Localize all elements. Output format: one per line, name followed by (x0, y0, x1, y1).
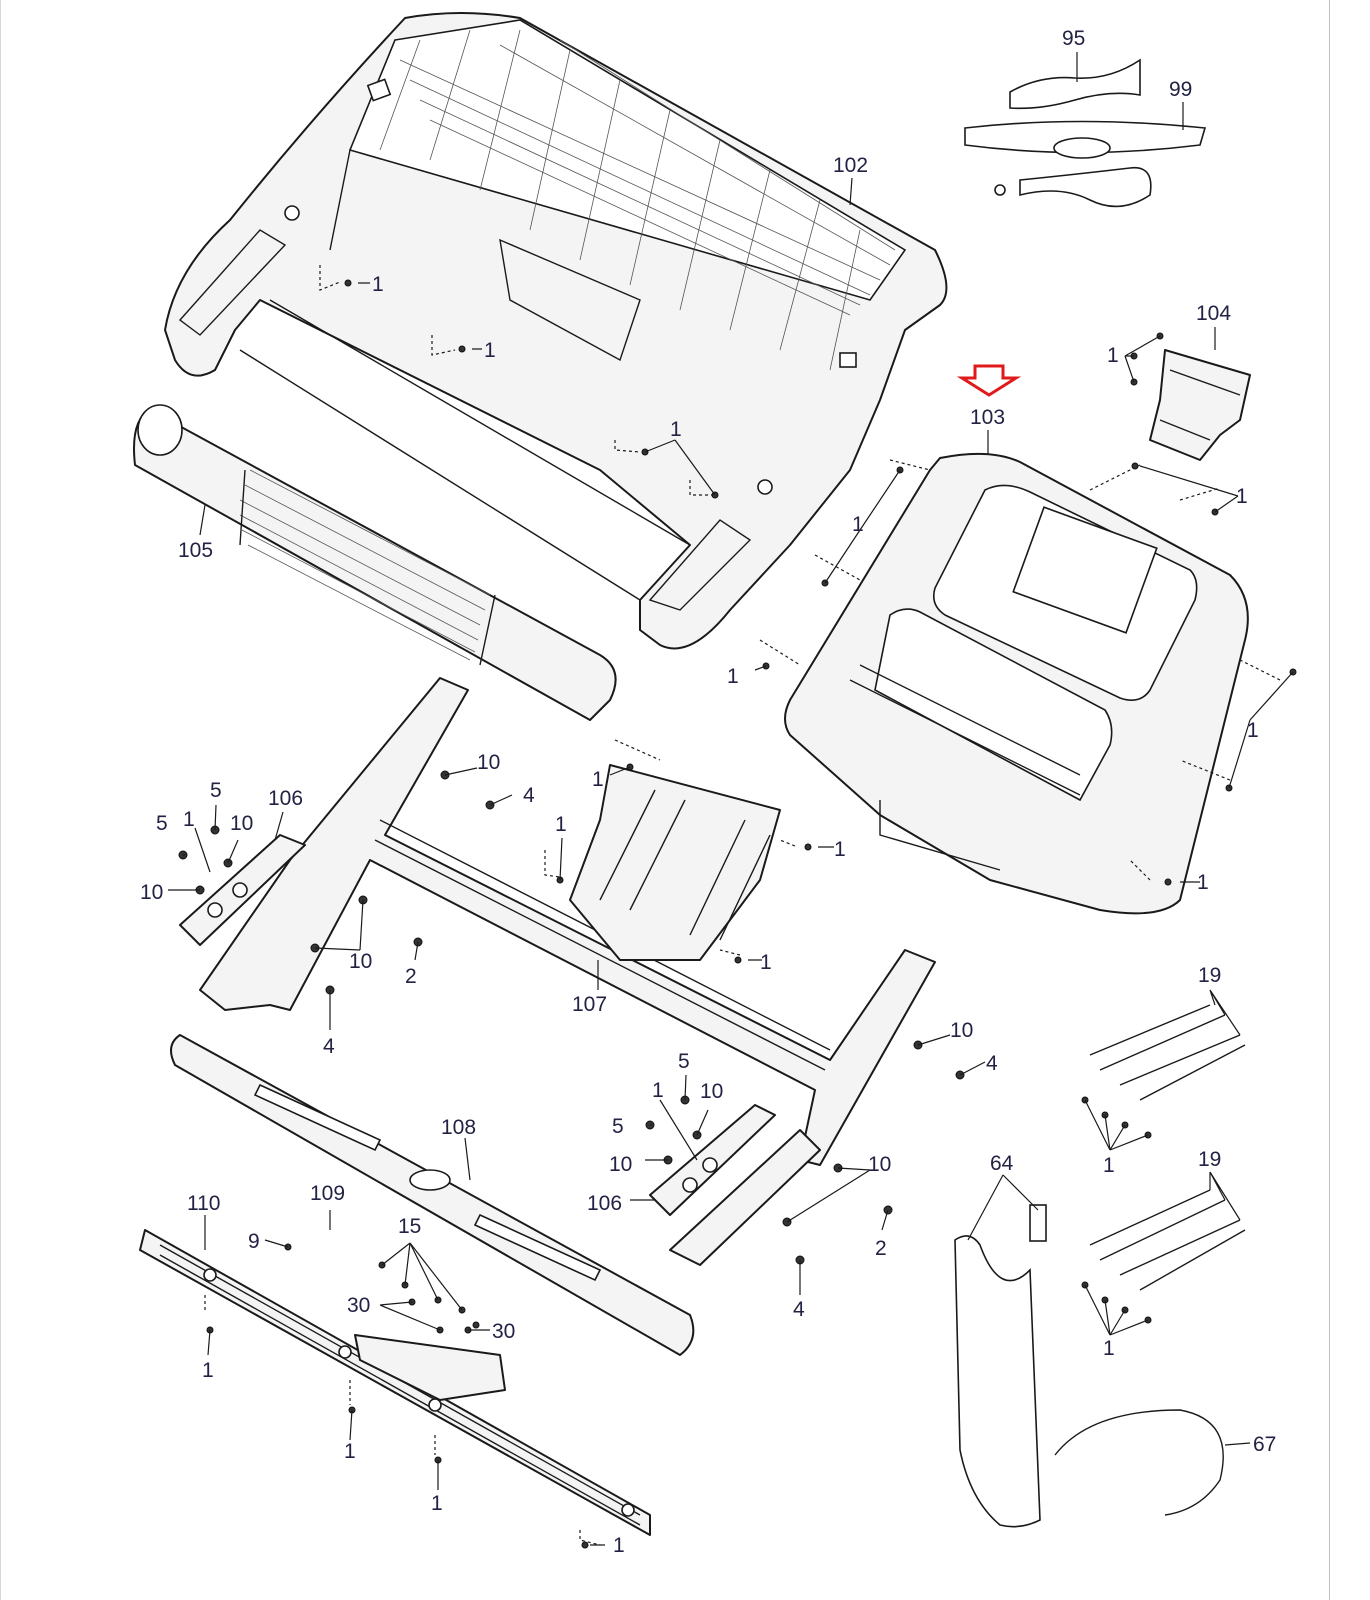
label-102: 102 (833, 154, 868, 177)
highlight-arrow-icon (956, 364, 1022, 397)
label-103: 103 (970, 406, 1005, 429)
label-5: 5 (678, 1050, 690, 1073)
label-99: 99 (1169, 78, 1192, 101)
part-104-bracket (1149, 349, 1251, 461)
label-1: 1 (613, 1534, 625, 1557)
label-30-right: 30 (492, 1320, 515, 1343)
label-1: 1 (760, 951, 772, 974)
label-1: 1 (727, 665, 739, 688)
label-1: 1 (834, 838, 846, 861)
label-107: 107 (572, 993, 607, 1016)
label-30-left: 30 (347, 1294, 370, 1317)
label-10: 10 (349, 950, 372, 973)
label-1: 1 (1247, 719, 1259, 742)
label-10: 10 (700, 1080, 723, 1103)
part-67-cable (1054, 1409, 1224, 1516)
label-15: 15 (398, 1215, 421, 1238)
label-1: 1 (1103, 1154, 1115, 1177)
label-110: 110 (187, 1192, 220, 1215)
leader-lines (168, 52, 1294, 1546)
part-108-base-cover (170, 1034, 695, 1356)
label-64: 64 (990, 1152, 1014, 1175)
label-1: 1 (1107, 344, 1119, 367)
label-5: 5 (210, 779, 222, 802)
label-4: 4 (793, 1298, 805, 1321)
label-108: 108 (441, 1116, 476, 1139)
label-106-left: 106 (268, 787, 303, 810)
label-109: 109 (310, 1182, 345, 1205)
label-67: 67 (1253, 1433, 1276, 1456)
part-107-crossbar-frame (199, 677, 936, 1266)
diagram-frame (0, 0, 1330, 1600)
part-103-console-cover (784, 452, 1249, 915)
label-2: 2 (405, 965, 417, 988)
label-95: 95 (1062, 27, 1085, 50)
label-1: 1 (183, 808, 195, 831)
label-19-bottom: 19 (1198, 1148, 1221, 1171)
label-19-top: 19 (1198, 964, 1221, 987)
label-1: 1 (372, 273, 384, 296)
label-10: 10 (140, 881, 163, 904)
label-1: 1 (592, 768, 604, 791)
label-10: 10 (477, 751, 500, 774)
label-106-right: 106 (587, 1192, 622, 1215)
label-1: 1 (652, 1079, 664, 1102)
speaker-grill-pattern (379, 29, 896, 371)
label-1: 1 (555, 813, 567, 836)
label-10: 10 (609, 1153, 632, 1176)
part-105-speaker-cover (133, 404, 617, 721)
part-64-wire-harness-cover (954, 1204, 1047, 1528)
label-4: 4 (986, 1052, 998, 1075)
label-5: 5 (612, 1115, 624, 1138)
label-1: 1 (344, 1440, 356, 1463)
label-10: 10 (950, 1019, 973, 1042)
label-10: 10 (230, 812, 253, 835)
label-10: 10 (868, 1153, 891, 1176)
label-1: 1 (852, 513, 864, 536)
label-1: 1 (670, 418, 682, 441)
label-105: 105 (178, 539, 213, 562)
label-2: 2 (875, 1237, 887, 1260)
label-1: 1 (202, 1359, 214, 1382)
label-9: 9 (248, 1230, 260, 1253)
label-1: 1 (1197, 871, 1209, 894)
label-4: 4 (323, 1035, 335, 1058)
label-1: 1 (1103, 1337, 1115, 1360)
label-1: 1 (484, 339, 496, 362)
part-106-brackets (179, 834, 776, 1216)
label-104: 104 (1196, 302, 1231, 325)
part-labels: 95 99 102 104 103 105 106 106 107 108 10… (140, 27, 1276, 1557)
label-5: 5 (156, 812, 168, 835)
part-110-base-rail (139, 1229, 651, 1536)
part-102-console-base (164, 12, 948, 650)
label-1: 1 (431, 1492, 443, 1515)
label-1: 1 (1236, 485, 1248, 508)
part-95-99-chest-strap (964, 58, 1207, 208)
label-4: 4 (523, 784, 535, 807)
part-19-rods (1089, 1004, 1246, 1291)
